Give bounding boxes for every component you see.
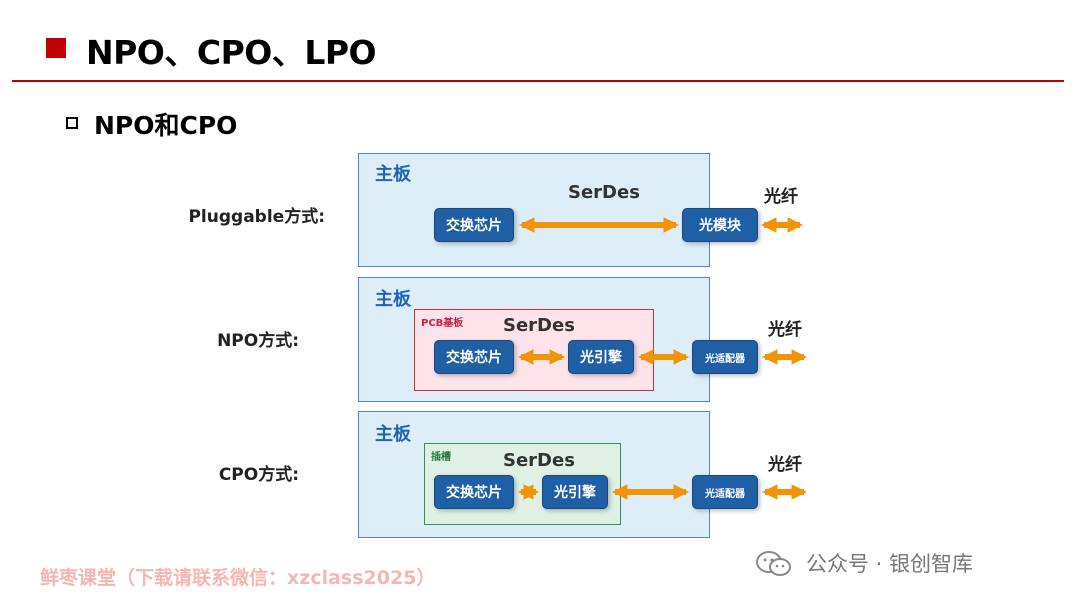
switch-chip-box: 交换芯片 — [434, 208, 514, 242]
subtitle-hollow-square-bullet-icon — [66, 117, 78, 129]
optical-engine-box: 光引擎 — [568, 340, 634, 374]
watermark-left: 鲜枣课堂（下载请联系微信：xzclass2025） — [40, 567, 436, 589]
fiber-label: 光纤 — [764, 187, 798, 207]
serdes-label: SerDes — [503, 315, 575, 336]
serdes-label: SerDes — [503, 450, 575, 471]
row-label-cpo: CPO方式: — [218, 465, 299, 485]
page-title: NPO、CPO、LPO — [86, 33, 377, 72]
serdes-label: SerDes — [568, 182, 640, 203]
pcb-substrate-label: PCB基板 — [421, 318, 464, 329]
row-label-npo: NPO方式: — [217, 331, 299, 351]
mainboard-label: 主板 — [375, 424, 411, 445]
switch-chip-box: 交换芯片 — [434, 475, 514, 509]
mainboard-label: 主板 — [375, 164, 411, 185]
optical-engine-box: 光引擎 — [542, 475, 608, 509]
optical-adapter-box: 光适配器 — [692, 475, 758, 509]
mainboard-pluggable — [358, 153, 710, 267]
section-subtitle: NPO和CPO — [94, 111, 238, 140]
row-label-pluggable: Pluggable方式: — [188, 207, 325, 227]
watermark-right: 公众号 · 银创智库 — [806, 552, 974, 576]
wechat-icon — [756, 551, 791, 576]
title-square-bullet-icon — [46, 38, 66, 58]
socket-label: 插槽 — [431, 452, 451, 463]
fiber-label: 光纤 — [768, 320, 802, 340]
switch-chip-box: 交换芯片 — [434, 340, 514, 374]
mainboard-label: 主板 — [375, 289, 411, 310]
optical-module-box: 光模块 — [682, 208, 758, 242]
optical-adapter-box: 光适配器 — [692, 340, 758, 374]
title-divider — [12, 80, 1064, 82]
fiber-label: 光纤 — [768, 455, 802, 475]
